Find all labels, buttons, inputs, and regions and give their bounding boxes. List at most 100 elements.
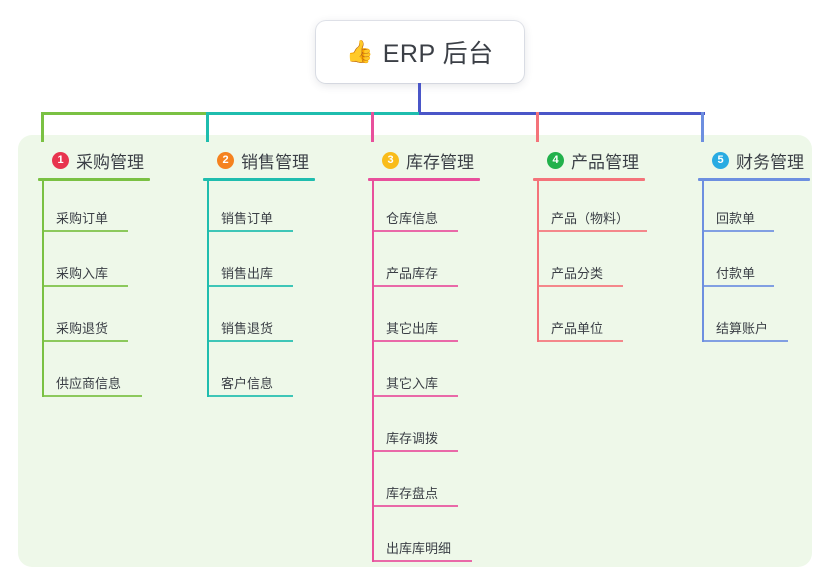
branch-title-3: 库存管理: [406, 152, 474, 172]
branch-drop-3: [371, 112, 374, 142]
branch-underline-4: [533, 178, 645, 181]
branch-column-1: 1 采购管理: [38, 148, 144, 172]
leaf-item[interactable]: 回款单: [702, 206, 774, 232]
branch-drop-1: [41, 112, 44, 142]
leaf-item[interactable]: 库存调拨: [372, 426, 458, 452]
leaf-item-rule: [537, 230, 647, 232]
leaf-item-rule: [702, 340, 788, 342]
leaf-item-rule: [207, 285, 293, 287]
diagram-panel: [18, 135, 812, 567]
leaf-item[interactable]: 产品分类: [537, 261, 623, 287]
branch-header-3[interactable]: 3 库存管理: [368, 148, 474, 172]
branch-spine-4: [537, 181, 539, 342]
leaf-item[interactable]: 付款单: [702, 261, 774, 287]
leaf-item-label: 其它入库: [386, 376, 439, 391]
leaf-item-rule: [372, 505, 458, 507]
leaf-item[interactable]: 结算账户: [702, 316, 788, 342]
branch-underline-3: [368, 178, 480, 181]
leaf-item-rule: [702, 285, 774, 287]
branch-badge-1: 1: [52, 151, 69, 169]
leaf-item[interactable]: 采购订单: [42, 206, 128, 232]
leaf-item-rule: [702, 230, 774, 232]
branch-title-4: 产品管理: [571, 152, 639, 172]
leaf-item-label: 出库库明细: [386, 541, 452, 556]
bus-segment-2: [207, 112, 421, 115]
branch-spine-2: [207, 181, 209, 397]
leaf-item-label: 仓库信息: [386, 211, 439, 226]
branch-badge-3: 3: [382, 151, 399, 169]
leaf-item[interactable]: 供应商信息: [42, 371, 142, 397]
branch-header-4[interactable]: 4 产品管理: [533, 148, 639, 172]
branch-underline-2: [203, 178, 315, 181]
leaf-item-rule: [372, 450, 458, 452]
branch-column-3: 3 库存管理: [368, 148, 474, 172]
leaf-item-label: 供应商信息: [56, 376, 122, 391]
leaf-item-label: 结算账户: [716, 321, 769, 336]
branch-badge-2: 2: [217, 151, 234, 169]
root-title: ERP 后台: [382, 40, 494, 68]
branch-underline-5: [698, 178, 810, 181]
branch-header-2[interactable]: 2 销售管理: [203, 148, 309, 172]
leaf-item[interactable]: 销售退货: [207, 316, 293, 342]
branch-column-5: 5 财务管理: [698, 148, 804, 172]
leaf-item[interactable]: 销售出库: [207, 261, 293, 287]
leaf-item-rule: [372, 560, 472, 562]
leaf-item[interactable]: 库存盘点: [372, 481, 458, 507]
leaf-item-label: 销售订单: [221, 211, 274, 226]
leaf-item-label: 库存调拨: [386, 431, 439, 446]
leaf-item[interactable]: 产品（物料）: [537, 206, 647, 232]
leaf-item[interactable]: 采购入库: [42, 261, 128, 287]
leaf-item[interactable]: 仓库信息: [372, 206, 458, 232]
leaf-item[interactable]: 采购退货: [42, 316, 128, 342]
branch-title-5: 财务管理: [736, 152, 804, 172]
leaf-item-label: 付款单: [716, 266, 756, 281]
bus-segment-3: [419, 112, 705, 115]
leaf-item-label: 采购入库: [56, 266, 109, 281]
branch-badge-5: 5: [712, 151, 729, 169]
branch-spine-5: [702, 181, 704, 342]
leaf-item-label: 销售出库: [221, 266, 274, 281]
branch-spine-1: [42, 181, 44, 397]
branch-spine-3: [372, 181, 374, 562]
branch-badge-4: 4: [547, 151, 564, 169]
leaf-item-label: 产品（物料）: [551, 211, 630, 226]
leaf-item-rule: [372, 285, 458, 287]
branch-drop-2: [206, 112, 209, 142]
leaf-item-rule: [537, 340, 623, 342]
branch-drop-4: [536, 112, 539, 142]
branch-column-4: 4 产品管理: [533, 148, 639, 172]
leaf-item-rule: [42, 285, 128, 287]
leaf-item[interactable]: 产品单位: [537, 316, 623, 342]
branch-title-1: 采购管理: [76, 152, 144, 172]
leaf-item[interactable]: 客户信息: [207, 371, 293, 397]
branch-title-2: 销售管理: [241, 152, 309, 172]
branch-drop-5: [701, 112, 704, 142]
leaf-item-label: 采购退货: [56, 321, 109, 336]
branch-header-1[interactable]: 1 采购管理: [38, 148, 144, 172]
leaf-item-label: 库存盘点: [386, 486, 439, 501]
root-node-inner: 👍 ERP 后台: [346, 34, 493, 70]
leaf-item[interactable]: 产品库存: [372, 261, 458, 287]
leaf-item-rule: [537, 285, 623, 287]
leaf-item[interactable]: 其它入库: [372, 371, 458, 397]
root-node[interactable]: 👍 ERP 后台: [316, 21, 524, 83]
leaf-item-label: 其它出库: [386, 321, 439, 336]
leaf-item-rule: [42, 340, 128, 342]
branch-column-2: 2 销售管理: [203, 148, 309, 172]
leaf-item-rule: [207, 340, 293, 342]
leaf-item-rule: [372, 395, 458, 397]
branch-header-5[interactable]: 5 财务管理: [698, 148, 804, 172]
leaf-item-label: 产品分类: [551, 266, 604, 281]
leaf-item-label: 产品单位: [551, 321, 604, 336]
leaf-item-label: 采购订单: [56, 211, 109, 226]
leaf-item-label: 销售退货: [221, 321, 274, 336]
leaf-item-label: 回款单: [716, 211, 756, 226]
leaf-item[interactable]: 其它出库: [372, 316, 458, 342]
leaf-item-rule: [42, 395, 142, 397]
leaf-item[interactable]: 销售订单: [207, 206, 293, 232]
leaf-item-rule: [207, 230, 293, 232]
leaf-item-rule: [372, 230, 458, 232]
bus-segment-1: [42, 112, 209, 115]
thumbs-up-icon: 👍: [346, 39, 374, 64]
leaf-item[interactable]: 出库库明细: [372, 536, 472, 562]
